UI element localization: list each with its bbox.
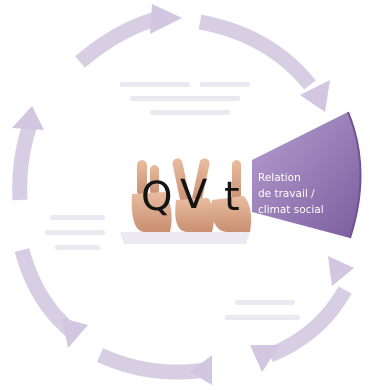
arrowhead-left [12,106,44,130]
ring-arc-left [20,125,30,200]
segment-label-line-3: climat social [258,204,324,216]
ring-arc-top [80,18,160,62]
arrowhead-bottom [190,355,212,385]
ring-arc-top-right [200,22,310,85]
arrowhead-right [328,256,354,286]
segment-label-line-1: Relation [258,172,301,184]
segment-label-line-2: de travail / [258,188,315,200]
letter-q: Q [141,174,172,220]
arrowhead-left-lower [62,318,88,348]
arrowhead-top [150,4,182,34]
letter-v: V [180,172,208,218]
ring-arc-left-lower [22,250,70,330]
ring-arc-right-lower [270,290,345,355]
ring-arc-bottom [100,355,205,372]
letter-t: t [224,174,240,220]
hands-illustration: Q V t [120,157,251,244]
